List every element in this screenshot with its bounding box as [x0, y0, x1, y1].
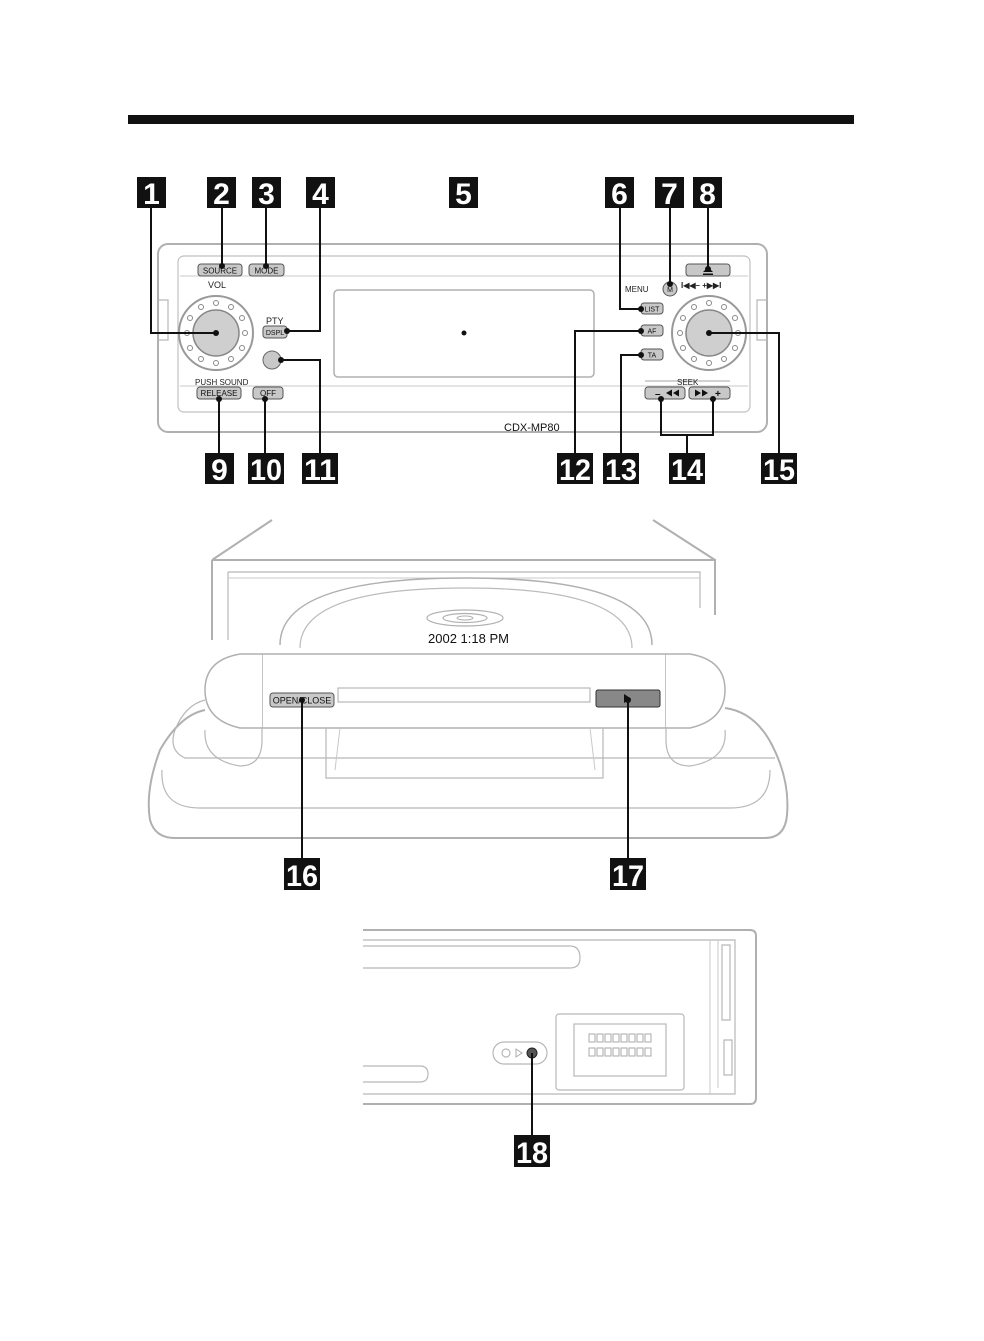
callout-badge: 17	[610, 858, 646, 893]
callout-badge: 18	[514, 1135, 550, 1170]
callout-number: 12	[559, 454, 591, 487]
callout-badge: 5	[449, 177, 478, 211]
callout-badge: 13	[603, 453, 639, 487]
dspl-button[interactable]: DSPL	[262, 325, 288, 339]
callout-number: 9	[211, 454, 228, 487]
callout-number: 15	[763, 454, 795, 487]
ta-button[interactable]: TA	[640, 348, 664, 361]
callout-number: 6	[611, 178, 628, 211]
leader-dots	[213, 263, 716, 402]
pty-label: PTY	[266, 316, 284, 326]
seek-label: SEEK	[677, 378, 699, 387]
seek-plus-label: +	[715, 389, 721, 400]
callout-badge: 2	[207, 177, 236, 211]
callout-badge: 11	[302, 453, 338, 487]
menu-label: MENU	[625, 285, 649, 294]
rear-panel	[363, 929, 757, 1105]
top-rule	[128, 115, 854, 124]
callout-badge: 9	[205, 453, 234, 487]
off-button-label: OFF	[260, 389, 276, 398]
model-label: CDX-MP80	[504, 422, 560, 434]
callout-number: 14	[671, 454, 703, 487]
dspl-button-label: DSPL	[266, 330, 284, 337]
cd-mechanism: 2002 1:18 PM	[147, 519, 789, 839]
callout-badge: 10	[248, 453, 284, 487]
callout-number: 8	[699, 178, 716, 211]
source-button-label: SOURCE	[203, 267, 237, 276]
callout-number: 18	[516, 1137, 548, 1170]
callout-number: 5	[455, 178, 472, 211]
ta-button-label: TA	[648, 353, 657, 360]
seek-minus-label: –	[655, 389, 661, 400]
prev-next-label: I◀◀– +▶▶I	[681, 281, 721, 290]
callout-badge: 7	[655, 177, 684, 211]
callout-badge: 16	[284, 858, 320, 893]
callout-badge: 4	[306, 177, 335, 211]
list-button[interactable]: LIST	[640, 302, 664, 315]
vol-label: VOL	[208, 280, 226, 290]
rewind-icon	[666, 389, 679, 397]
leader-lines-middle	[301, 700, 629, 865]
m-button-label: M	[667, 287, 673, 294]
callout-number: 16	[286, 860, 318, 893]
callout-number: 11	[304, 454, 336, 487]
off-button[interactable]: OFF	[252, 386, 284, 400]
seek-back-button[interactable]: –	[644, 386, 686, 400]
disc-text: 2002 1:18 PM	[428, 631, 509, 646]
callout-badge: 14	[669, 453, 705, 487]
push-sound-label: PUSH SOUND	[195, 378, 249, 387]
callout-number: 13	[605, 454, 637, 487]
callout-number: 17	[612, 860, 644, 893]
callout-badge: 3	[252, 177, 281, 211]
list-button-label: LIST	[645, 307, 661, 314]
callout-badge: 8	[693, 177, 722, 211]
af-button-label: AF	[648, 329, 657, 336]
release-button-label: RELEASE	[201, 389, 238, 398]
seek-forward-button[interactable]: +	[688, 386, 731, 400]
callout-badge: 15	[761, 453, 797, 487]
callout-badge: 12	[557, 453, 593, 487]
callout-number: 3	[258, 178, 275, 211]
callout-number: 4	[312, 178, 329, 211]
callout-number: 10	[250, 454, 282, 487]
callout-number: 1	[143, 178, 160, 211]
fast-forward-icon	[695, 389, 708, 397]
leader-lines	[150, 207, 780, 458]
callout-badge: 1	[137, 177, 166, 211]
af-button[interactable]: AF	[640, 324, 664, 337]
callout-badge: 6	[605, 177, 634, 211]
callout-number: 7	[661, 178, 678, 211]
callout-number: 2	[213, 178, 230, 211]
mode-button-label: MODE	[255, 267, 279, 276]
